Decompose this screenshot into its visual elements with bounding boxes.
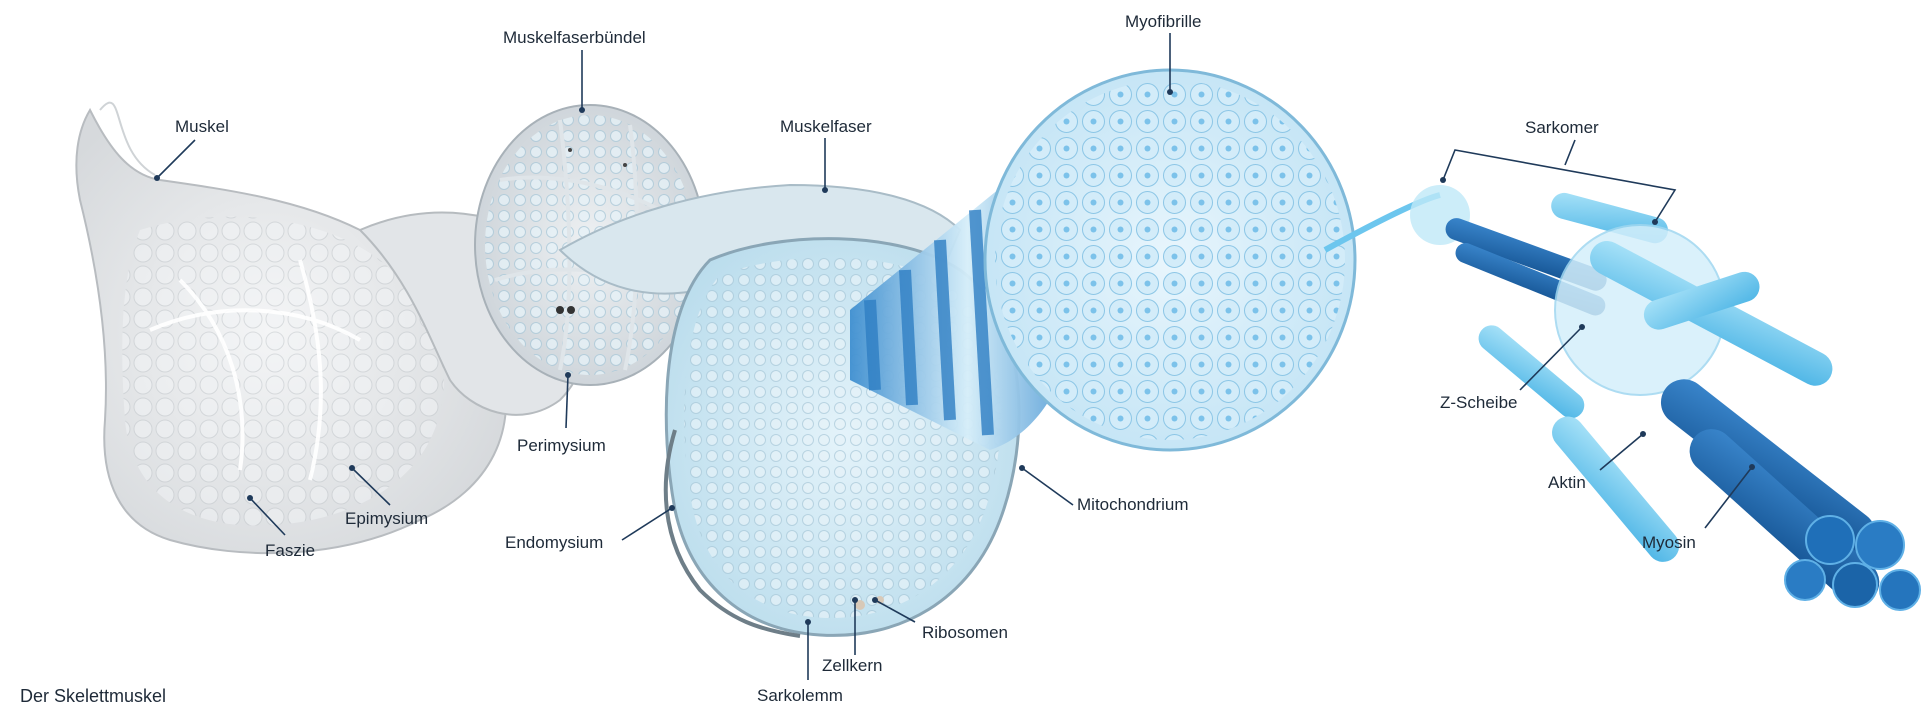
leader-mitochondrium [1022,468,1073,505]
label-aktin: Aktin [1548,473,1586,493]
label-sarkolemm: Sarkolemm [757,686,843,706]
leader-muskel [157,140,195,178]
label-endomysium: Endomysium [505,533,603,553]
label-muskelfaserbuendel: Muskelfaserbündel [503,28,646,48]
label-ribosomen: Ribosomen [922,623,1008,643]
label-epimysium: Epimysium [345,509,428,529]
label-myosin: Myosin [1642,533,1696,553]
label-muskelfaser: Muskelfaser [780,117,872,137]
label-z-scheibe: Z-Scheibe [1440,393,1517,413]
label-mitochondrium: Mitochondrium [1077,495,1189,515]
label-myofibrille: Myofibrille [1125,12,1202,32]
label-zellkern: Zellkern [822,656,882,676]
label-sarkomer: Sarkomer [1525,118,1599,138]
figure-caption: Der Skelettmuskel [20,686,166,706]
myofibril-cylinder [850,70,1355,450]
sarcomere-filaments [1325,185,1920,613]
leader-endomysium [622,508,672,540]
label-faszie: Faszie [265,541,315,561]
leader-aktin [1600,434,1643,470]
leader-sarkomer-stem [1565,140,1575,165]
label-muskel: Muskel [175,117,229,137]
label-perimysium: Perimysium [517,436,606,456]
